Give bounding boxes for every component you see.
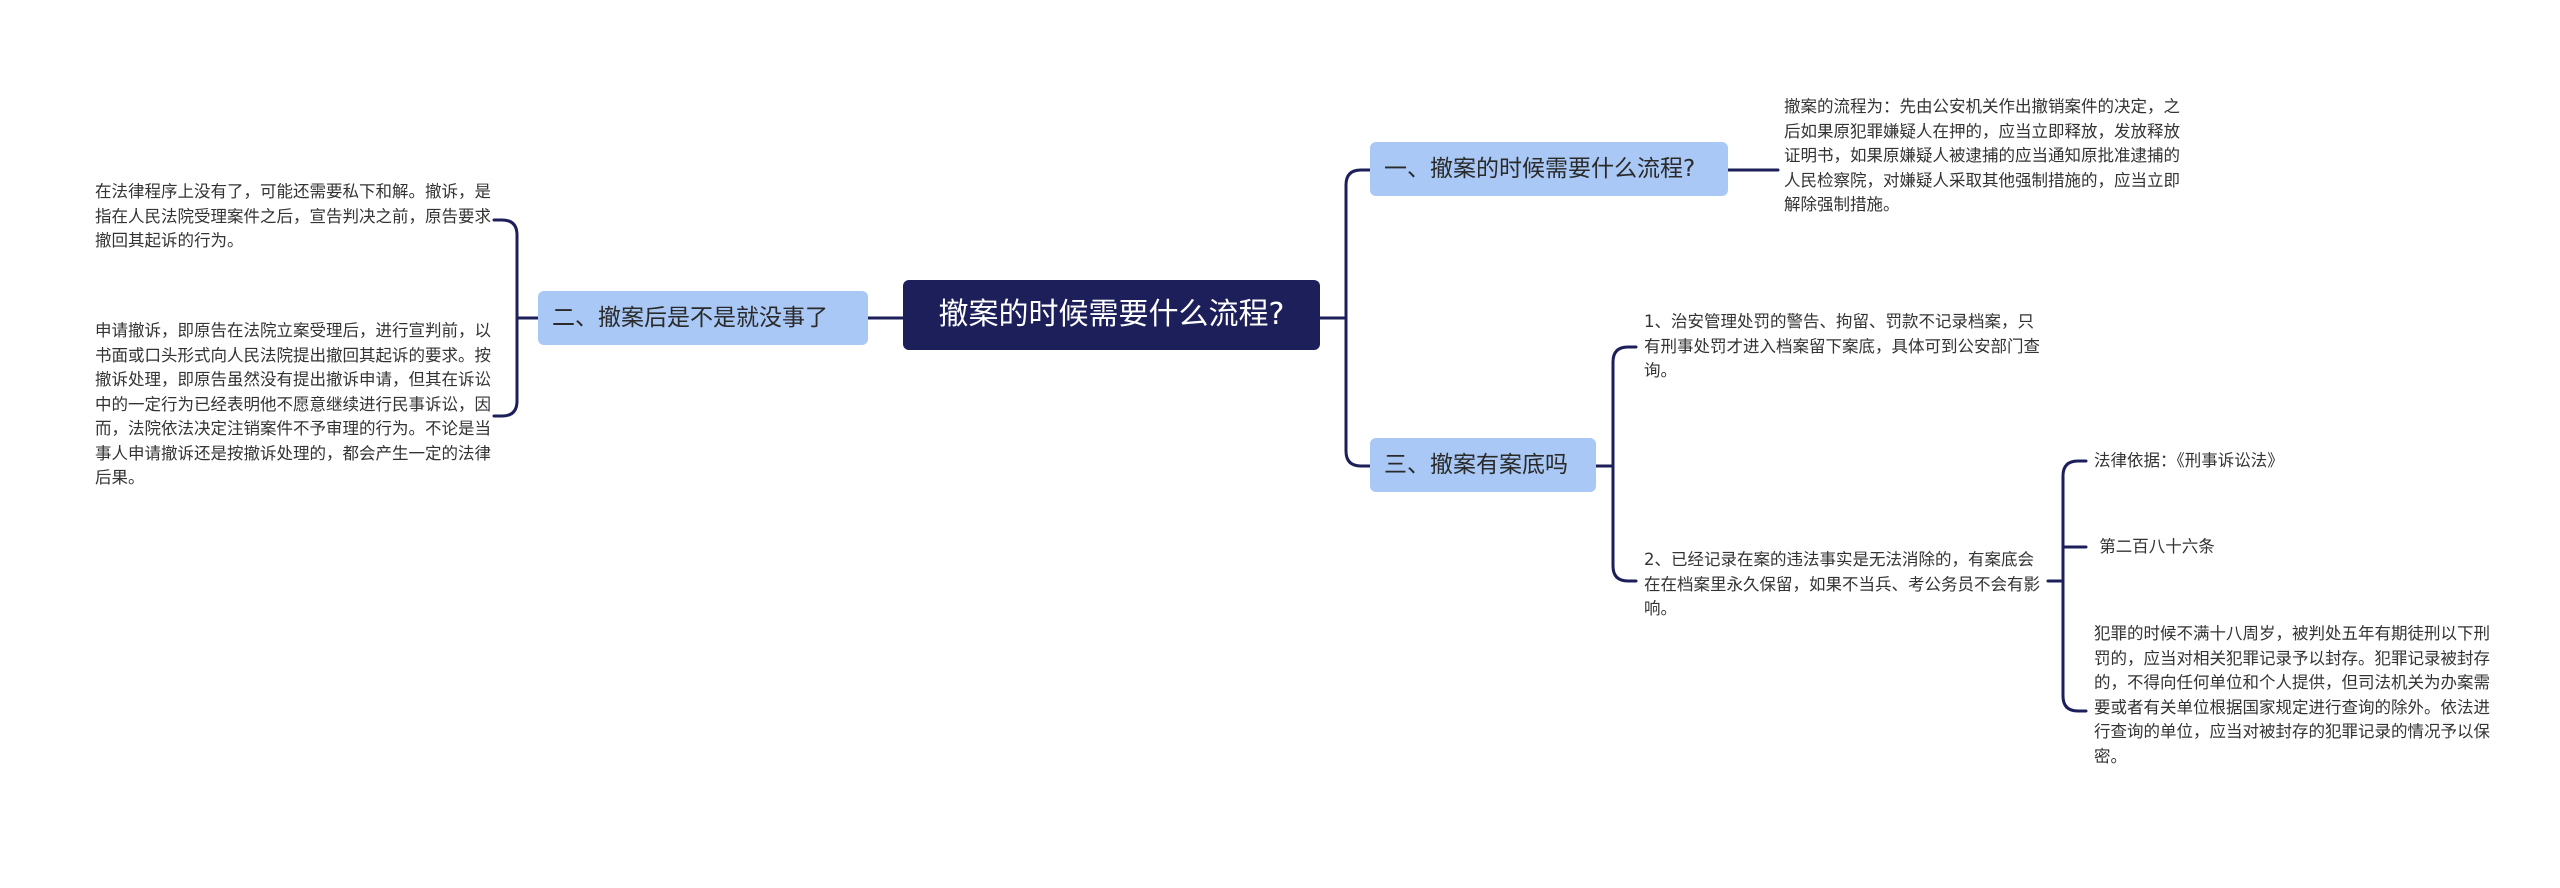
branch2-text-1: 在法律程序上没有了，可能还需要私下和解。撤诉，是指在人民法院受理案件之后，宣告判…: [95, 182, 491, 250]
sub-text-legal-basis: 法律依据：《刑事诉讼法》: [2094, 451, 2284, 470]
sub-text-sealing-rule: 犯罪的时候不满十八周岁，被判处五年有期徒刑以下刑罚的，应当对相关犯罪记录予以封存…: [2094, 624, 2490, 766]
branch1-text: 撤案的流程为：先由公安机关作出撤销案件的决定，之后如果原犯罪嫌疑人在押的，应当立…: [1784, 97, 2180, 214]
root-topic[interactable]: 撤案的时候需要什么流程?: [903, 280, 1320, 350]
connector-b3-trunk: [1594, 345, 1638, 583]
branch-topic-1[interactable]: 一、撤案的时候需要什么流程?: [1370, 142, 1728, 196]
branch2-text-2: 申请撤诉，即原告在法院立案受理后，进行宣判前，以书面或口头形式向人民法院提出撤回…: [95, 321, 491, 487]
sub-text-article: 第二百八十六条: [2094, 537, 2215, 556]
branch3-text-1: 1、治安管理处罚的警告、拘留、罚款不记录档案，只有刑事处罚才进入档案留下案底，具…: [1644, 312, 2040, 380]
branch-topic-3[interactable]: 三、撤案有案底吗: [1370, 438, 1596, 492]
branch-topic-2[interactable]: 二、撤案后是不是就没事了: [538, 291, 868, 345]
connector-b2-trunk: [492, 218, 540, 418]
branch3-text-2: 2、已经记录在案的违法事实是无法消除的，有案底会在在档案里永久保留，如果不当兵、…: [1644, 550, 2040, 618]
connector-sub-trunk: [2046, 459, 2088, 713]
connector-right-trunk: [1344, 168, 1372, 468]
